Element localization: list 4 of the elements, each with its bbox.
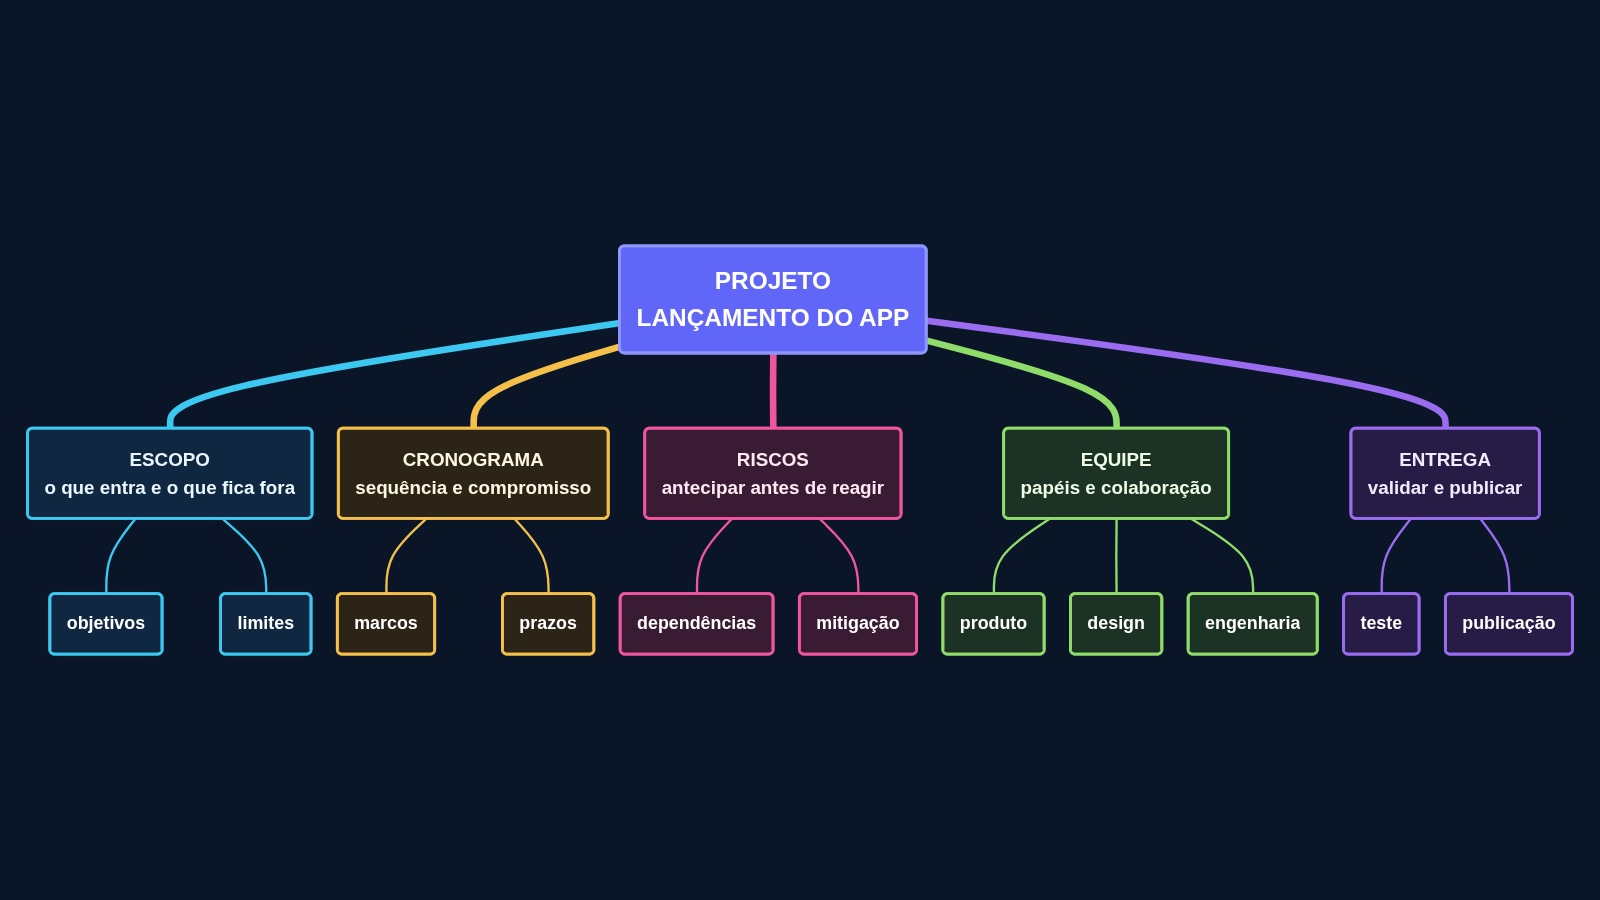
connector bbox=[166, 319, 621, 429]
connector bbox=[926, 317, 1449, 429]
connector bbox=[470, 343, 621, 429]
connector bbox=[769, 353, 777, 429]
